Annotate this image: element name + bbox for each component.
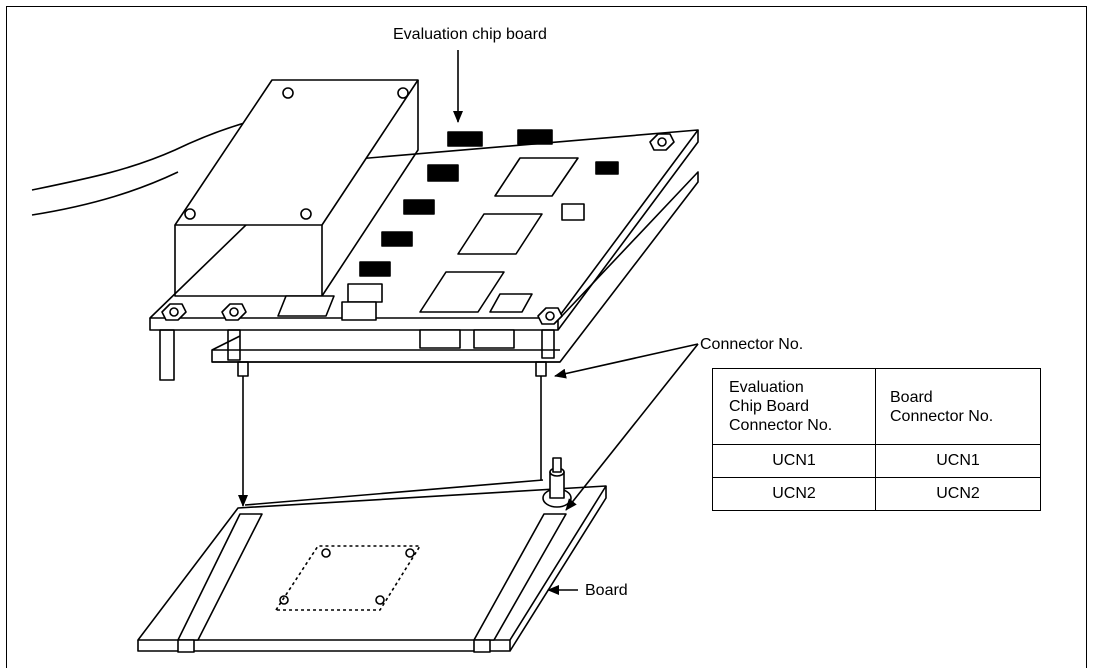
evaluation-chip-board-label: Evaluation chip board [393,26,547,43]
base-board [137,485,607,652]
table-header-row: Evaluation Chip Board Connector No. Boar… [712,368,1041,445]
mounting-holes [161,133,675,325]
base-standoff [542,457,572,508]
table-row: UCN2 UCN2 [712,477,1041,511]
figure-frame [6,6,1087,668]
header-line: Connector No. [729,417,833,434]
board-label: Board [585,582,628,599]
header-board-connector: Board Connector No. [875,368,1041,445]
ucn-connectors [177,513,567,653]
header-evaluation-chip-board-connector: Evaluation Chip Board Connector No. [712,368,876,445]
lower-board-connectors [237,361,547,377]
cable [31,119,256,216]
connector-no-label: Connector No. [700,336,804,353]
probe-box [174,79,419,297]
table-cell: UCN2 [875,477,1041,511]
header-line: Evaluation [729,379,804,396]
header-line: Connector No. [890,407,994,425]
header-line: Chip Board [729,398,810,415]
table-cell: UCN1 [875,444,1041,478]
table-cell: UCN2 [712,477,876,511]
table-row: UCN1 UCN1 [712,444,1041,478]
header-line: Board [890,388,933,406]
lower-board [211,171,699,363]
connector-table: Evaluation Chip Board Connector No. Boar… [712,368,1041,511]
standoffs [159,329,555,381]
connection-arrows [238,50,699,595]
table-cell: UCN1 [712,444,876,478]
chips [277,129,619,349]
